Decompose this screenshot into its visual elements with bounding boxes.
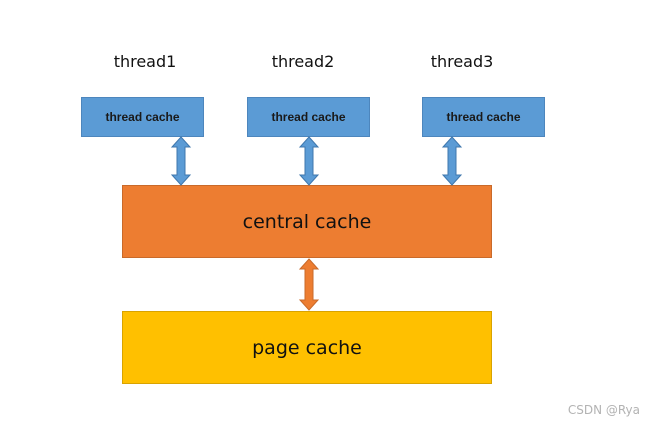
thread1-label: thread1	[113, 52, 177, 71]
thread3-central-arrow	[441, 136, 463, 186]
thread1-central-arrow	[170, 136, 192, 186]
csdn-watermark: CSDN @Rya	[567, 403, 640, 417]
thread2-central-arrow	[298, 136, 320, 186]
central-page-arrow	[298, 258, 320, 311]
thread3-label: thread3	[430, 52, 494, 71]
thread-cache-box-2: thread cache	[247, 97, 370, 137]
thread-cache-box-1: thread cache	[81, 97, 204, 137]
central-cache-box: central cache	[122, 185, 492, 258]
page-cache-box: page cache	[122, 311, 492, 384]
thread2-label: thread2	[271, 52, 335, 71]
thread-cache-box-3: thread cache	[422, 97, 545, 137]
